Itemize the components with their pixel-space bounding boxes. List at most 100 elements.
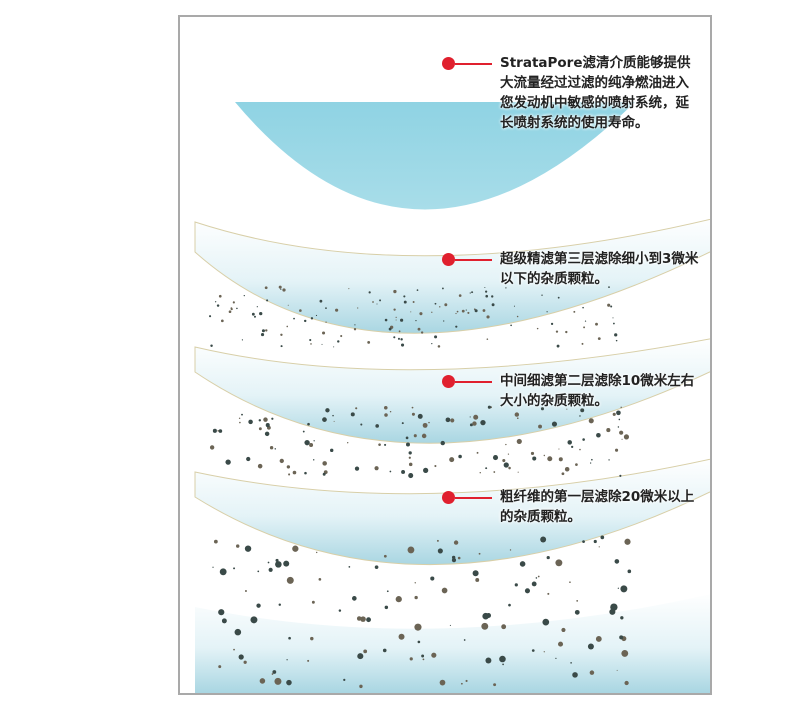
particle bbox=[384, 318, 388, 322]
particle bbox=[510, 324, 512, 327]
particle bbox=[531, 581, 537, 587]
callout-dot bbox=[442, 491, 455, 504]
particle bbox=[374, 565, 379, 569]
particle bbox=[615, 448, 619, 452]
particle bbox=[322, 331, 326, 335]
particle bbox=[547, 456, 553, 462]
particle bbox=[582, 438, 585, 441]
particle bbox=[288, 473, 291, 476]
particle bbox=[550, 322, 554, 326]
particle bbox=[225, 459, 231, 465]
callout-layer-2: 中间细滤第二层滤除10微米左右大小的杂质颗粒。 bbox=[442, 371, 700, 411]
particle bbox=[600, 535, 605, 540]
particle bbox=[271, 417, 274, 420]
particle bbox=[311, 600, 315, 604]
particle bbox=[275, 558, 279, 562]
particle bbox=[465, 309, 467, 311]
particle bbox=[219, 568, 227, 576]
callout-dot bbox=[442, 57, 455, 70]
particle bbox=[286, 659, 288, 661]
particle bbox=[393, 336, 396, 339]
particle bbox=[363, 649, 368, 654]
particle bbox=[471, 291, 474, 294]
particle bbox=[434, 335, 438, 339]
particle bbox=[505, 287, 507, 289]
particle bbox=[503, 462, 509, 468]
particle bbox=[588, 418, 594, 424]
particle bbox=[593, 539, 597, 544]
particle bbox=[401, 422, 404, 425]
particle bbox=[302, 430, 305, 433]
particle bbox=[610, 305, 613, 308]
particle bbox=[286, 576, 294, 584]
particle bbox=[310, 317, 314, 320]
particle bbox=[451, 555, 456, 560]
particle bbox=[241, 413, 243, 416]
particle bbox=[264, 286, 268, 290]
particle bbox=[493, 471, 496, 473]
particle bbox=[627, 569, 632, 574]
particle bbox=[609, 608, 616, 615]
particle bbox=[383, 554, 387, 558]
particle bbox=[516, 315, 519, 318]
particle bbox=[573, 310, 576, 313]
particle bbox=[272, 670, 277, 674]
particle bbox=[278, 285, 282, 289]
particle bbox=[408, 473, 414, 479]
particle bbox=[443, 320, 445, 322]
particle bbox=[538, 424, 543, 429]
particle bbox=[395, 596, 402, 603]
particle bbox=[595, 636, 602, 642]
particle bbox=[389, 410, 392, 413]
particle bbox=[354, 466, 360, 471]
callout-line bbox=[455, 381, 492, 383]
particle bbox=[250, 616, 258, 624]
particle bbox=[614, 559, 620, 564]
particle bbox=[502, 663, 504, 666]
particle bbox=[357, 307, 359, 309]
particle bbox=[422, 658, 425, 661]
particle bbox=[570, 662, 572, 664]
particle bbox=[220, 319, 224, 323]
particle bbox=[620, 406, 622, 409]
particle bbox=[453, 540, 459, 545]
clean-fuel-bowl bbox=[235, 102, 635, 210]
particle bbox=[241, 339, 244, 341]
particle bbox=[624, 538, 631, 545]
particle bbox=[292, 545, 299, 552]
particle bbox=[617, 587, 620, 589]
particle bbox=[608, 459, 610, 461]
particle bbox=[502, 458, 506, 463]
particle bbox=[408, 462, 413, 467]
particle bbox=[450, 418, 455, 423]
particle bbox=[366, 617, 371, 623]
particle bbox=[367, 340, 371, 344]
particle bbox=[379, 299, 382, 302]
particle bbox=[280, 288, 282, 290]
callout-line bbox=[455, 63, 492, 65]
particle bbox=[543, 651, 545, 653]
particle bbox=[537, 575, 540, 578]
particle bbox=[621, 649, 629, 657]
particle bbox=[248, 419, 253, 425]
callout-dot bbox=[442, 253, 455, 266]
particle bbox=[507, 453, 510, 455]
particle bbox=[516, 417, 519, 420]
filter-layers-illustration bbox=[194, 102, 710, 693]
particle bbox=[485, 657, 492, 664]
particle bbox=[455, 325, 458, 328]
particle bbox=[485, 467, 488, 470]
particle bbox=[307, 659, 310, 662]
particle bbox=[579, 448, 581, 451]
particle bbox=[442, 287, 444, 290]
particle bbox=[501, 624, 507, 630]
particle bbox=[322, 472, 326, 476]
particle bbox=[557, 296, 560, 299]
particle bbox=[401, 470, 406, 474]
particle bbox=[467, 311, 470, 314]
particle bbox=[546, 311, 548, 313]
filter-layer-2 bbox=[194, 338, 710, 444]
particle bbox=[428, 421, 430, 424]
particle bbox=[318, 577, 322, 581]
particle bbox=[616, 410, 621, 416]
